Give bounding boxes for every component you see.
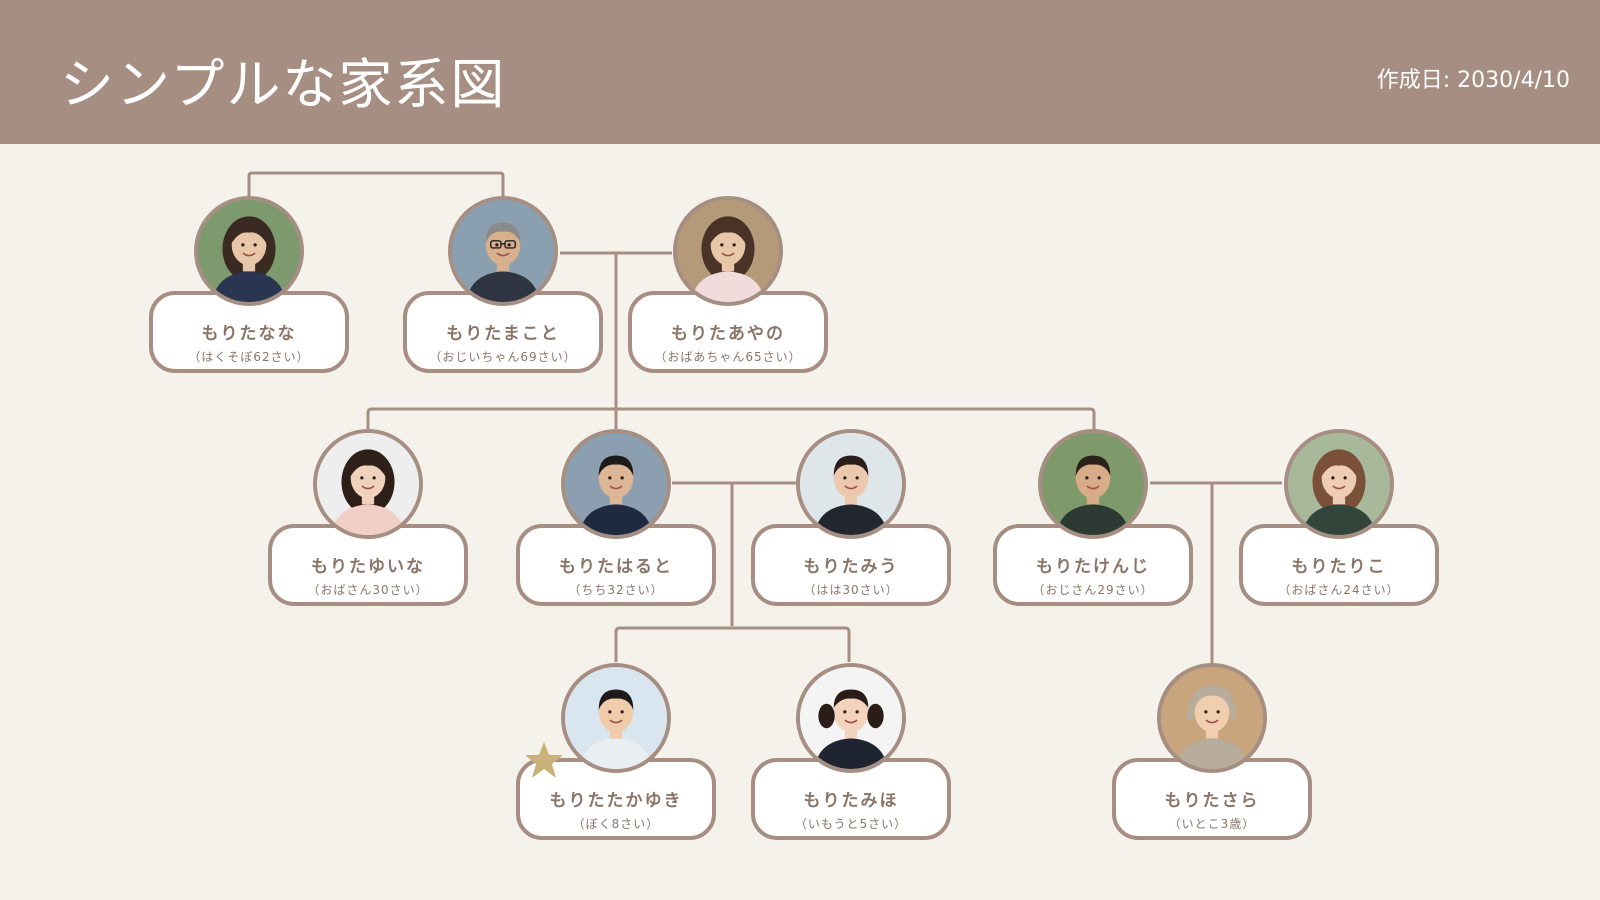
member-name: もりたなな <box>201 324 297 344</box>
member-relation: （いとこ3歳） <box>1168 817 1256 831</box>
member-relation: （ちち32さい） <box>568 583 664 597</box>
member-name: もりたまこと <box>446 324 560 344</box>
member-photo <box>796 429 906 539</box>
member-photo <box>561 663 671 773</box>
sibling-bar-generation-2 <box>366 407 1096 430</box>
member-photo <box>1284 429 1394 539</box>
creation-date: 作成日: 2030/4/10 <box>1376 68 1570 93</box>
member-photo <box>1038 429 1148 539</box>
member-name: もりたみほ <box>803 791 899 811</box>
member-relation: （はくそぼ62さい） <box>188 350 310 364</box>
member-relation: （おじいちゃん69さい） <box>429 350 577 364</box>
member-photo <box>673 196 783 306</box>
member-name: もりたさら <box>1164 791 1260 811</box>
member-relation: （おじさん29さい） <box>1032 583 1154 597</box>
member-photo <box>561 429 671 539</box>
member-card: もりたさら （いとこ3歳） <box>1112 758 1312 840</box>
page-title: シンプルな家系図 <box>60 53 507 116</box>
member-name: もりたゆいな <box>311 557 425 577</box>
member-relation: （おばあちゃん65さい） <box>654 350 802 364</box>
star-icon <box>525 742 563 778</box>
member-name: もりたけんじ <box>1036 557 1150 577</box>
member-relation: （はは30さい） <box>803 583 899 597</box>
member-photo <box>1157 663 1267 773</box>
member-relation: （おばさん24さい） <box>1278 583 1400 597</box>
member-name: もりたあやの <box>671 324 785 344</box>
member-relation: （おばさん30さい） <box>307 583 429 597</box>
member-name: もりたはると <box>559 557 673 577</box>
member-relation: （いもうと5さい） <box>794 817 908 831</box>
sibling-bar-generation-3 <box>614 626 851 662</box>
member-photo <box>313 429 423 539</box>
header-banner: シンプルな家系図 作成日: 2030/4/10 <box>0 0 1600 144</box>
member-name: もりたみう <box>803 557 899 577</box>
member-relation: （ぼく8さい） <box>572 817 660 831</box>
spouse-line-nana-makoto <box>247 171 505 196</box>
member-photo <box>448 196 558 306</box>
member-photo <box>796 663 906 773</box>
member-photo <box>194 196 304 306</box>
member-name: もりたたかゆき <box>549 791 683 811</box>
member-name: もりたりこ <box>1291 557 1387 577</box>
